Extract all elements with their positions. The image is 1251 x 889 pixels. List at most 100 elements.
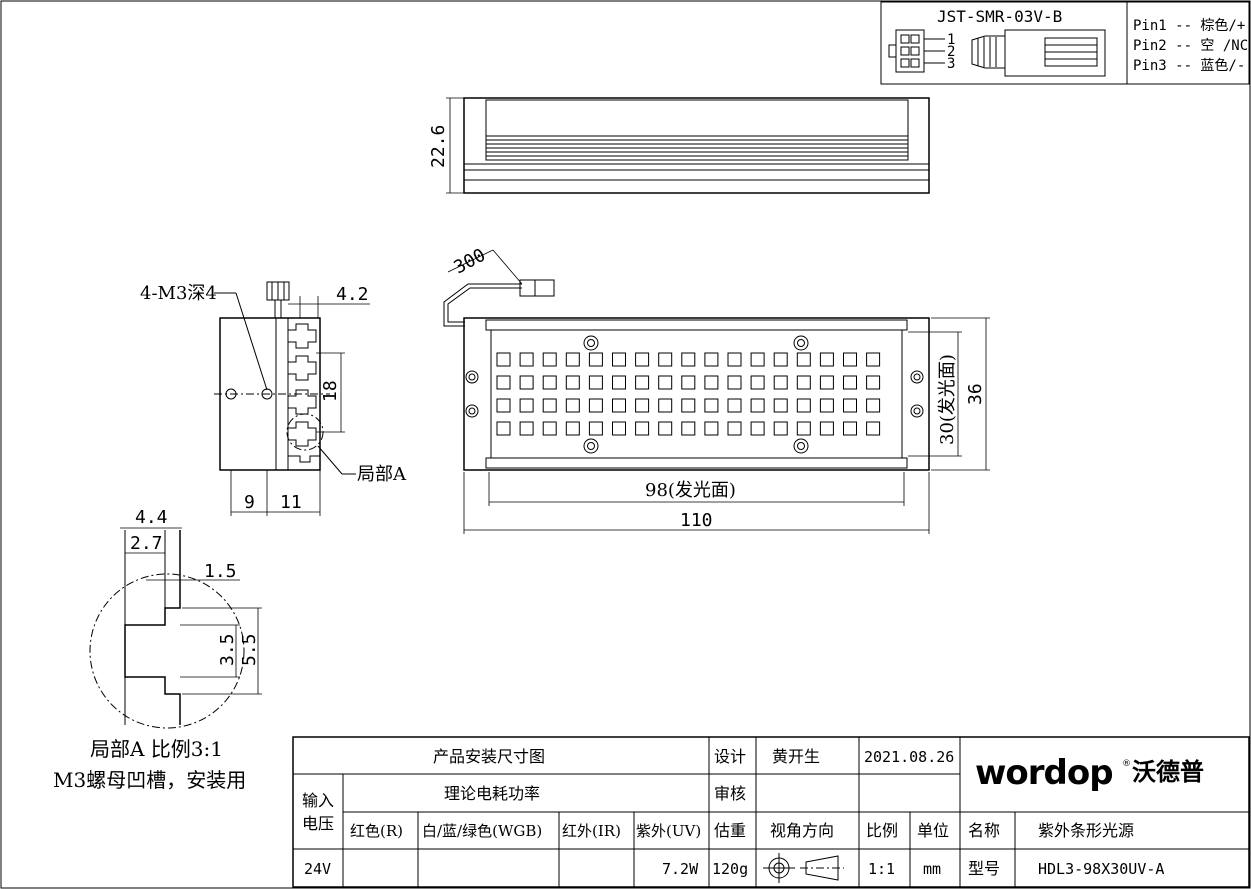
tb-voltage-label-1: 输入 — [302, 791, 334, 810]
led-cell — [542, 352, 557, 367]
led-cell — [750, 352, 765, 367]
led-cell — [866, 375, 881, 390]
led-cell — [773, 398, 788, 413]
led-cell — [681, 352, 696, 367]
led-cell — [519, 352, 534, 367]
led-cell — [519, 398, 534, 413]
tb-model-label: 型号 — [968, 859, 1000, 878]
dim-cable-300: 300 — [450, 245, 489, 279]
tb-unit-label: 单位 — [917, 821, 949, 840]
led-cell — [496, 352, 511, 367]
led-cell — [843, 398, 857, 413]
tb-scale-label: 比例 — [866, 821, 898, 840]
led-cell — [750, 375, 765, 390]
led-cell — [796, 352, 811, 367]
pin3-text: Pin3 -- 蓝色/- — [1133, 57, 1245, 74]
tb-col-red: 红色(R) — [350, 822, 403, 840]
led-cell — [612, 352, 626, 367]
led-cell — [658, 352, 673, 367]
led-cell — [704, 375, 719, 390]
led-cell — [727, 398, 742, 413]
logo-chinese: 沃德普 — [1132, 758, 1204, 786]
led-cell — [773, 421, 788, 436]
led-cell — [819, 375, 834, 390]
led-cell — [588, 398, 603, 413]
dim-detail-4-4: 4.4 — [135, 507, 168, 528]
tb-col-wbg: 白/蓝/绿色(WGB) — [422, 822, 542, 840]
led-cell — [565, 398, 580, 413]
led-cell — [796, 375, 811, 390]
detail-a: 4.4 2.7 1.5 3.5 5.5 — [89, 507, 262, 729]
led-cell — [496, 398, 511, 413]
dim-total-height: 36 — [965, 383, 986, 405]
detail-note-line2: M3螺母凹槽，安装用 — [53, 768, 246, 792]
led-cell — [750, 398, 765, 413]
led-cell — [843, 352, 857, 367]
led-cell — [542, 398, 557, 413]
dim-detail-1-5: 1.5 — [204, 561, 237, 582]
led-cell — [843, 421, 857, 436]
dim-total-width: 110 — [680, 510, 713, 531]
led-cell — [658, 375, 673, 390]
projection-symbol — [763, 853, 844, 883]
led-cell — [635, 398, 650, 413]
tb-drawing-title: 产品安装尺寸图 — [433, 747, 545, 766]
dim-side-11: 11 — [280, 492, 302, 513]
tb-view-label: 视角方向 — [770, 821, 834, 840]
led-cell — [658, 398, 673, 413]
dim-detail-2-7: 2.7 — [130, 533, 163, 554]
led-cell — [796, 421, 811, 436]
led-cell — [681, 398, 696, 413]
led-cell — [519, 421, 534, 436]
dim-detail-5-5: 5.5 — [239, 633, 260, 666]
tb-design-label: 设计 — [714, 747, 746, 766]
tb-voltage-label-2: 电压 — [302, 814, 334, 833]
top-view: 22.6 — [428, 97, 930, 194]
tb-voltage: 24V — [304, 860, 331, 878]
thread-label: 4-M3深4 — [140, 283, 217, 304]
led-cell — [635, 375, 650, 390]
led-cell — [496, 375, 511, 390]
led-cell — [681, 421, 696, 436]
pin-number-3: 3 — [947, 56, 955, 72]
tb-power-label: 理论电耗功率 — [444, 784, 540, 803]
led-cell — [819, 398, 834, 413]
led-cell — [773, 352, 788, 367]
led-cell — [519, 375, 534, 390]
pin2-text: Pin2 -- 空 /NC — [1133, 38, 1248, 54]
led-cell — [750, 421, 765, 436]
led-cell — [658, 421, 673, 436]
detail-note-line1: 局部A 比例3:1 — [90, 737, 223, 761]
led-cell — [819, 352, 834, 367]
led-cell — [843, 375, 857, 390]
side-view: 4-M3深4 4.2 18 局部A 9 11 — [140, 281, 407, 516]
led-cell — [565, 375, 580, 390]
tb-model-value: HDL3-98X30UV-A — [1038, 860, 1164, 878]
led-cell — [542, 421, 557, 436]
led-cell — [773, 375, 788, 390]
dim-height-22-6: 22.6 — [428, 125, 449, 168]
led-cell — [635, 352, 650, 367]
led-grid — [496, 352, 881, 436]
tb-review-label: 审核 — [714, 784, 746, 803]
led-cell — [565, 352, 580, 367]
tb-col-ir: 红外(IR) — [562, 822, 621, 840]
pin1-text: Pin1 -- 棕色/+ — [1133, 17, 1245, 34]
tb-uv-power: 7.2W — [662, 860, 699, 878]
led-cell — [612, 375, 626, 390]
tb-scale: 1:1 — [868, 860, 895, 878]
led-cell — [704, 352, 719, 367]
cable-plug — [519, 279, 555, 297]
dim-emit-height: 30(发光面) — [937, 354, 958, 445]
pin-number-2: 2 — [947, 44, 955, 60]
led-cell — [588, 421, 603, 436]
led-cell — [866, 352, 881, 367]
dim-emit-width: 98(发光面) — [645, 480, 736, 501]
led-cell — [866, 421, 881, 436]
dim-side-18: 18 — [320, 380, 341, 402]
tb-designer: 黄开生 — [772, 747, 820, 766]
led-cell — [727, 352, 742, 367]
connector-model: JST-SMR-03V-B — [937, 7, 1062, 26]
